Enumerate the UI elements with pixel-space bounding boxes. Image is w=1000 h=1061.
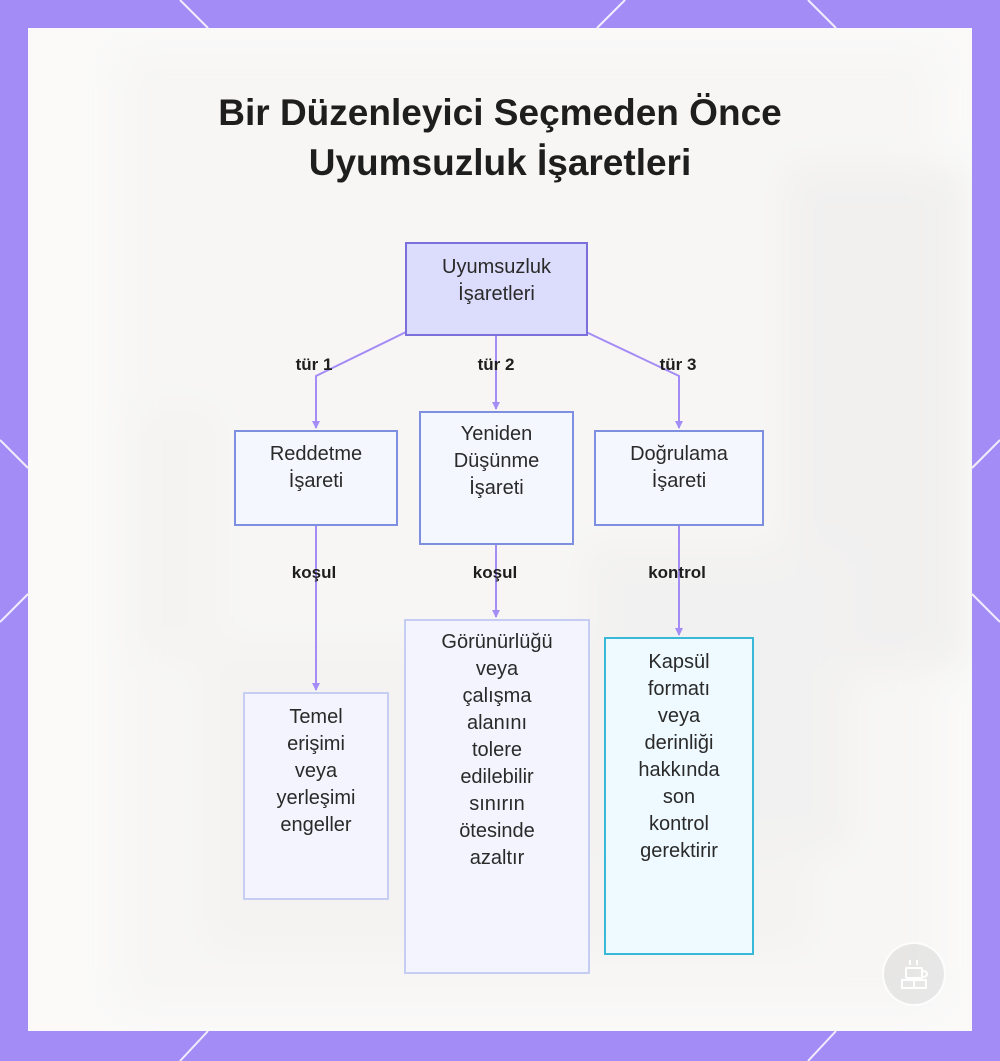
diagram-card: Bir Düzenleyici Seçmeden Önce Uyumsuzluk… bbox=[28, 28, 972, 1031]
edge-label-type2: tür 2 bbox=[477, 355, 515, 374]
node-verify-detail: Kapsül formatı veya derinliği hakkında s… bbox=[604, 637, 754, 955]
edge-label-condition-1: koşul bbox=[291, 563, 337, 582]
coffee-capsule-icon bbox=[882, 942, 946, 1006]
edge-root-verify bbox=[585, 331, 683, 429]
connector-lines bbox=[312, 331, 683, 691]
node-verify: Doğrulama İşareti bbox=[594, 430, 764, 526]
node-rethink-detail-text: Görünürlüğü veya çalışma alanını tolere … bbox=[441, 631, 553, 869]
node-reject-detail-text: Temel erişimi veya yerleşimi engeller bbox=[276, 706, 356, 836]
edge-label-type1: tür 1 bbox=[295, 355, 333, 374]
node-rethink: Yeniden Düşünme İşareti bbox=[419, 411, 574, 545]
title-line-2: Uyumsuzluk İşaretleri bbox=[308, 142, 692, 183]
edge-label-type3: tür 3 bbox=[659, 355, 697, 374]
title-line-1: Bir Düzenleyici Seçmeden Önce bbox=[218, 92, 782, 133]
edge-label-check: kontrol bbox=[648, 563, 706, 582]
node-rethink-label: Yeniden Düşünme İşareti bbox=[453, 423, 540, 499]
node-reject-detail: Temel erişimi veya yerleşimi engeller bbox=[243, 692, 389, 900]
diagram-title: Bir Düzenleyici Seçmeden Önce Uyumsuzluk… bbox=[28, 88, 972, 188]
node-reject-label: Reddetme İşareti bbox=[269, 443, 363, 492]
node-verify-label: Doğrulama İşareti bbox=[630, 443, 728, 492]
edge-label-condition-2: koşul bbox=[472, 563, 518, 582]
node-rethink-detail: Görünürlüğü veya çalışma alanını tolere … bbox=[404, 619, 590, 974]
node-root-label: Uyumsuzluk İşaretleri bbox=[442, 256, 551, 305]
node-reject: Reddetme İşareti bbox=[234, 430, 398, 526]
node-verify-detail-text: Kapsül formatı veya derinliği hakkında s… bbox=[638, 651, 720, 862]
edge-root-reject bbox=[312, 331, 407, 429]
node-root: Uyumsuzluk İşaretleri bbox=[405, 242, 588, 336]
